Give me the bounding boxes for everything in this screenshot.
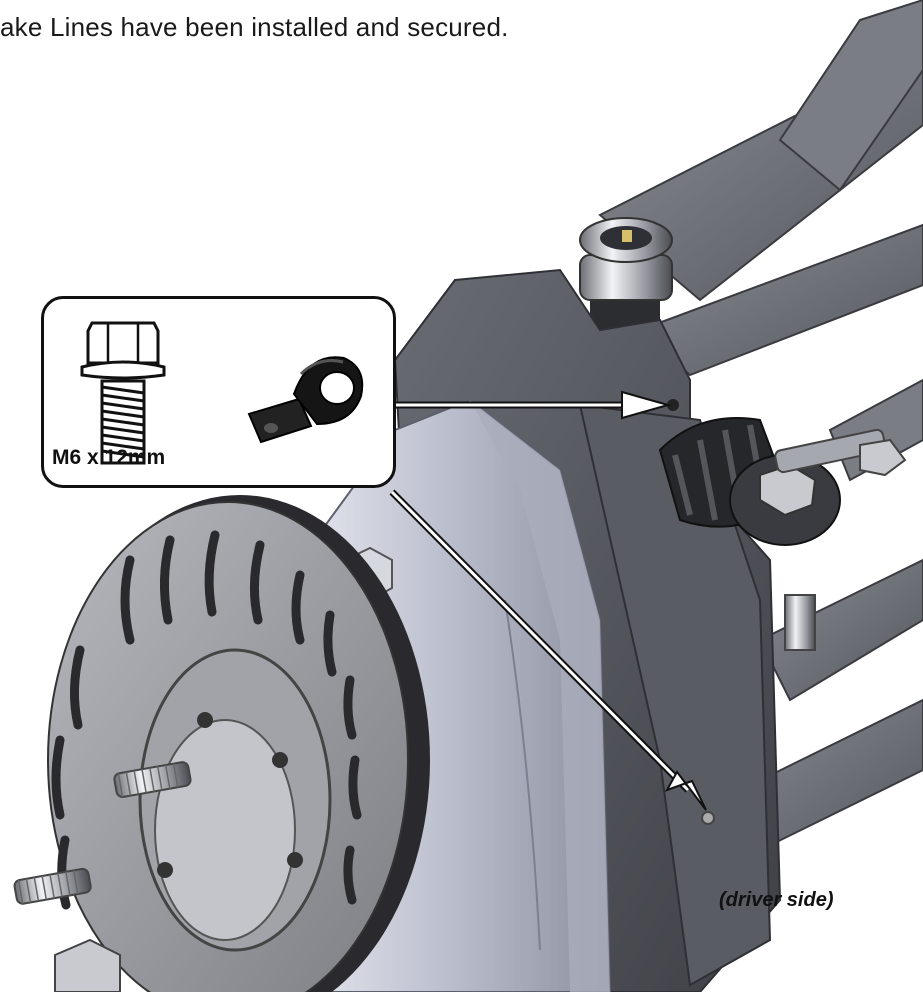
tie-rod-end: [658, 417, 907, 651]
instruction-text: ake Lines have been installed and secure…: [0, 12, 509, 42]
leader-arrow-lower: [389, 489, 707, 811]
leader-arrow-upper: [396, 390, 672, 420]
p-clip-icon: [247, 356, 364, 444]
wheel-studs: [13, 761, 192, 993]
hardware-callout: M6 x 12mm: [41, 296, 396, 488]
brake-rotor: [47, 495, 430, 997]
hardware-size-label: M6 x 12mm: [52, 446, 166, 469]
view-side-note: (driver side): [719, 889, 834, 911]
upper-control-arm: [598, 0, 923, 377]
flange-bolt-icon: [80, 321, 166, 465]
